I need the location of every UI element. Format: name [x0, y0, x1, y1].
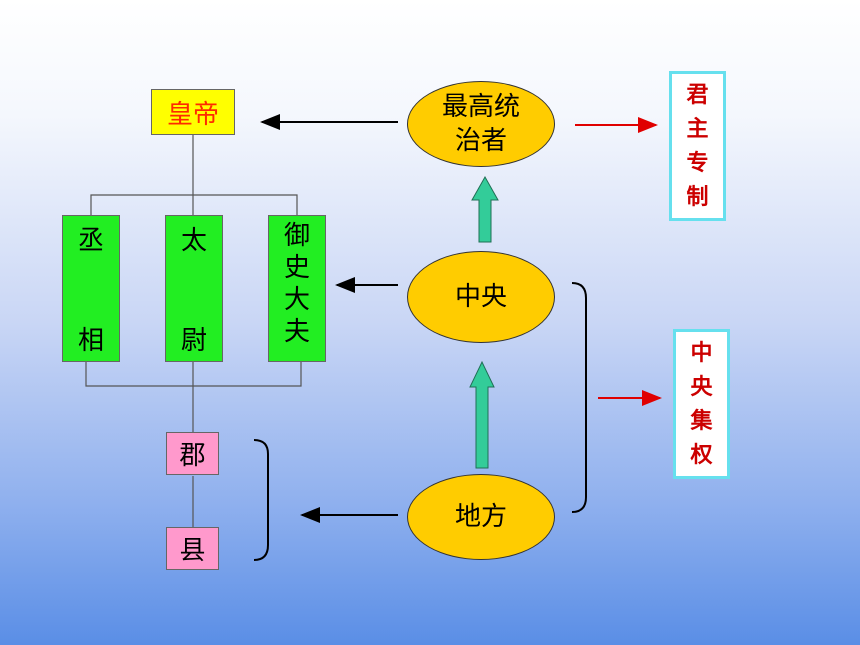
official-char: 丞 [77, 226, 104, 256]
emperor-label: 皇帝 [166, 99, 219, 130]
local-label: 地方 [454, 502, 507, 532]
centralization-box: 中 央 集 权 [673, 329, 730, 479]
central-label: 中央 [454, 282, 507, 312]
autocracy-box: 君 主 专 制 [669, 71, 726, 221]
county-box: 县 [166, 527, 219, 570]
autocracy-char: 君 [686, 82, 709, 108]
local-oval: 地方 [407, 474, 555, 560]
autocracy-char: 制 [686, 184, 709, 210]
autocracy-char: 专 [686, 150, 709, 176]
official-char: 尉 [180, 326, 207, 356]
centralization-char: 权 [690, 442, 713, 468]
hierarchy-lines [85, 135, 302, 530]
up-arrow-local-to-central [469, 360, 495, 469]
official-chancellor: 丞 相 [62, 215, 120, 362]
centralization-char: 央 [690, 374, 713, 400]
official-char: 御 [283, 221, 310, 251]
center-local-bracket [571, 282, 587, 513]
up-arrow-central-to-ruler [471, 175, 499, 243]
official-char: 相 [77, 326, 104, 356]
emperor-box: 皇帝 [151, 89, 235, 135]
central-oval: 中央 [407, 251, 555, 343]
centralization-char: 集 [690, 408, 713, 434]
supreme-ruler-line2: 治者 [454, 126, 507, 156]
local-bracket [253, 439, 269, 561]
official-char: 大 [283, 285, 310, 315]
autocracy-char: 主 [686, 116, 709, 142]
supreme-ruler-line1: 最高统 [441, 92, 520, 122]
county-label: 县 [179, 536, 206, 566]
official-char: 夫 [283, 317, 310, 347]
official-char: 太 [180, 226, 207, 256]
commandery-label: 郡 [179, 441, 206, 471]
centralization-char: 中 [690, 340, 713, 366]
supreme-ruler-oval: 最高统 治者 [407, 81, 555, 167]
official-grand-commandant: 太 尉 [165, 215, 223, 362]
commandery-box: 郡 [166, 432, 219, 475]
official-char: 史 [283, 253, 310, 283]
official-imperial-censor: 御 史 大 夫 [268, 215, 326, 362]
